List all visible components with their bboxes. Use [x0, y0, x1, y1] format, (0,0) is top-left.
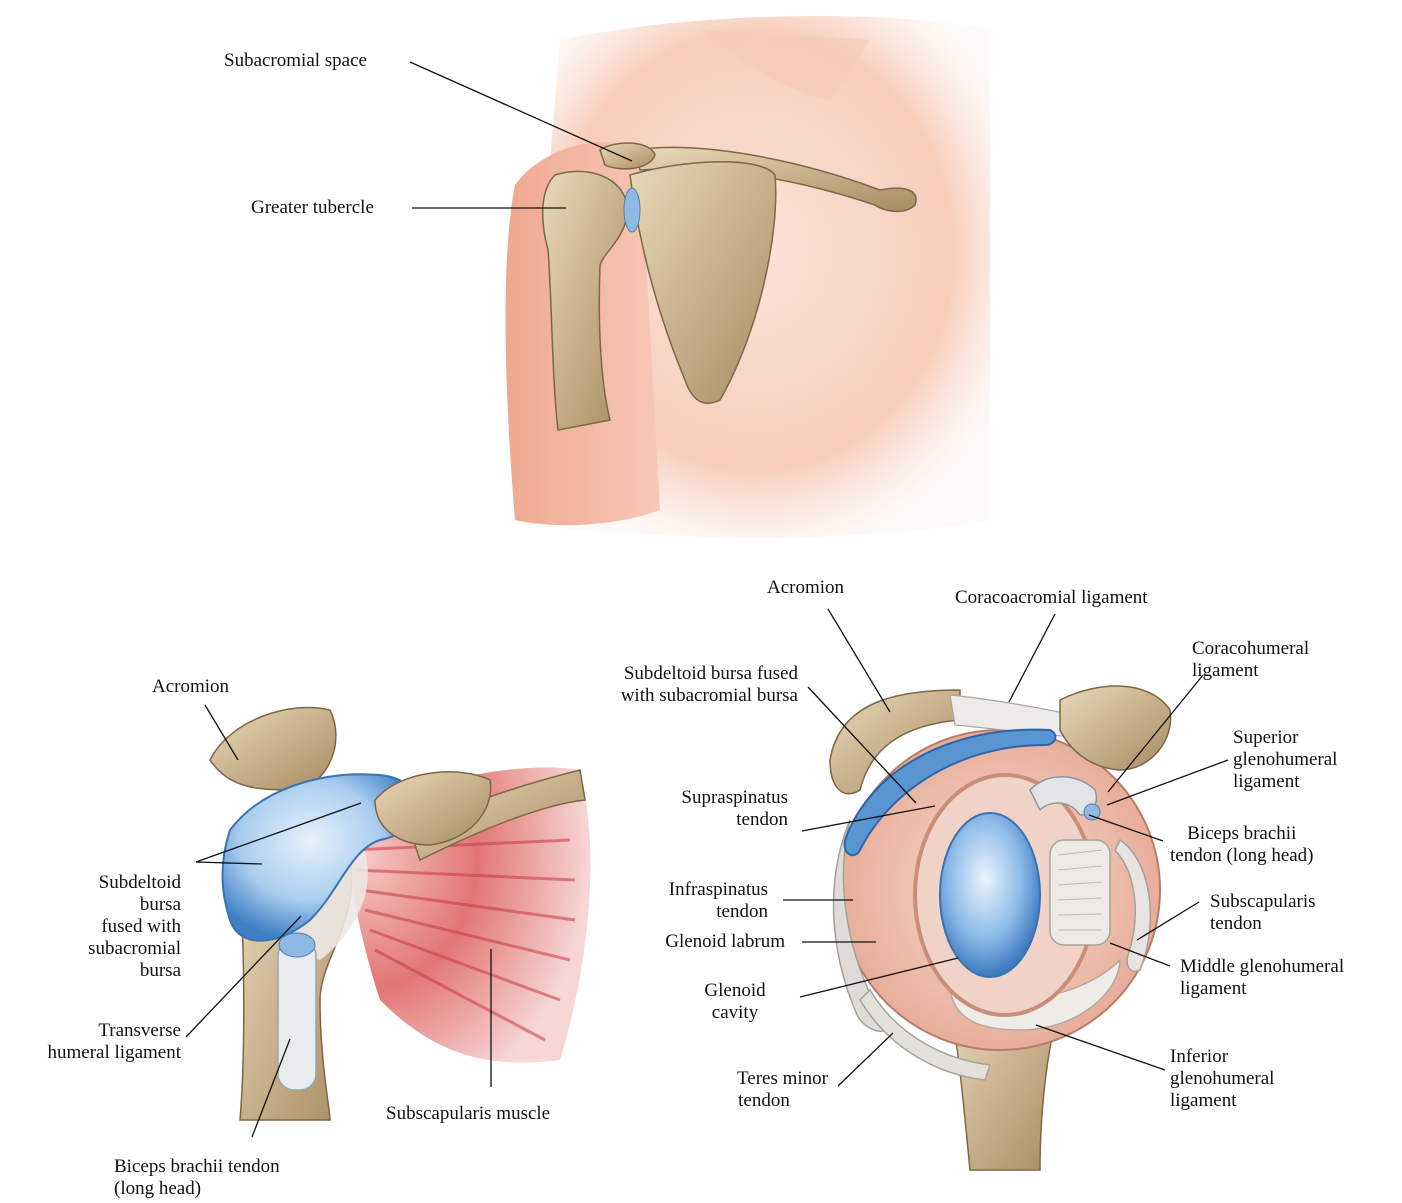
label-line: bursa [60, 960, 181, 982]
label-acromion-right: Acromion [767, 577, 844, 599]
label-line: with subacromial bursa [565, 685, 798, 707]
left-shoulder-illustration [210, 707, 590, 1120]
label-line: bursa [60, 894, 181, 916]
label-teres-minor-tendon: Teres minor tendon [700, 1068, 828, 1112]
label-transverse-humeral-ligament: Transverse humeral ligament [10, 1020, 181, 1064]
label-inferior-gh-ligament: Inferior glenohumeral ligament [1170, 1046, 1274, 1112]
label-subdeltoid-bursa-left: Subdeltoid bursa fused with subacromial … [60, 872, 181, 982]
right-shoulder-illustration [830, 686, 1171, 1170]
label-line: Subdeltoid bursa fused [565, 663, 798, 685]
label-line: subacromial [60, 938, 181, 960]
label-line: glenohumeral [1170, 1068, 1274, 1090]
label-greater-tubercle: Greater tubercle [251, 197, 374, 219]
label-glenoid-labrum: Glenoid labrum [590, 931, 785, 953]
label-acromion-left: Acromion [152, 676, 229, 698]
biceps-tendon-left [278, 940, 316, 1090]
label-line: tendon (long head) [1170, 845, 1314, 867]
label-line: tendon [620, 901, 768, 923]
label-line: cavity [688, 1002, 782, 1024]
label-line: Glenoid [688, 980, 782, 1002]
label-line: fused with [60, 916, 181, 938]
label-subacromial-space: Subacromial space [224, 50, 367, 72]
label-line: Subdeltoid [60, 872, 181, 894]
top-shoulder-illustration [506, 16, 990, 537]
label-coracohumeral-ligament: Coracohumeral ligament [1192, 638, 1309, 682]
label-line: Subscapularis [1210, 891, 1316, 913]
label-line: tendon [640, 809, 788, 831]
label-line: Middle glenohumeral [1180, 956, 1344, 978]
label-line: Transverse [10, 1020, 181, 1042]
label-line: tendon [700, 1090, 828, 1112]
label-line: glenohumeral [1233, 749, 1337, 771]
label-line: Superior [1233, 727, 1337, 749]
glenoid-cavity-right [940, 813, 1040, 977]
label-line: ligament [1233, 771, 1337, 793]
label-line: Biceps brachii tendon [114, 1156, 280, 1178]
label-biceps-tendon-right: Biceps brachii tendon (long head) [1170, 823, 1314, 867]
label-middle-gh-ligament: Middle glenohumeral ligament [1180, 956, 1344, 1000]
acromion-left [210, 707, 336, 790]
label-subscapularis-muscle: Subscapularis muscle [386, 1103, 550, 1125]
label-subscapularis-tendon: Subscapularis tendon [1210, 891, 1316, 935]
label-supraspinatus-tendon: Supraspinatus tendon [640, 787, 788, 831]
label-line: Supraspinatus [640, 787, 788, 809]
label-line: Coracohumeral [1192, 638, 1309, 660]
label-coracoacromial-ligament: Coracoacromial ligament [955, 587, 1148, 609]
label-line: (long head) [114, 1178, 280, 1200]
label-line: Inferior [1170, 1046, 1274, 1068]
label-line: ligament [1180, 978, 1344, 1000]
label-line: Teres minor [700, 1068, 828, 1090]
acromion-bone [600, 143, 655, 169]
label-line: Infraspinatus [620, 879, 768, 901]
label-line: humeral ligament [10, 1042, 181, 1064]
label-glenoid-cavity: Glenoid cavity [688, 980, 782, 1024]
middle-gh-ligament-block [1050, 840, 1110, 945]
label-line: ligament [1170, 1090, 1274, 1112]
label-infraspinatus-tendon: Infraspinatus tendon [620, 879, 768, 923]
label-superior-gh-ligament: Superior glenohumeral ligament [1233, 727, 1337, 793]
label-line: tendon [1210, 913, 1316, 935]
glenoid-top [624, 188, 640, 232]
label-subdeltoid-bursa-fused: Subdeltoid bursa fused with subacromial … [565, 663, 798, 707]
label-biceps-tendon-left: Biceps brachii tendon (long head) [114, 1156, 280, 1200]
label-line: Biceps brachii [1170, 823, 1314, 845]
label-line: ligament [1192, 660, 1309, 682]
